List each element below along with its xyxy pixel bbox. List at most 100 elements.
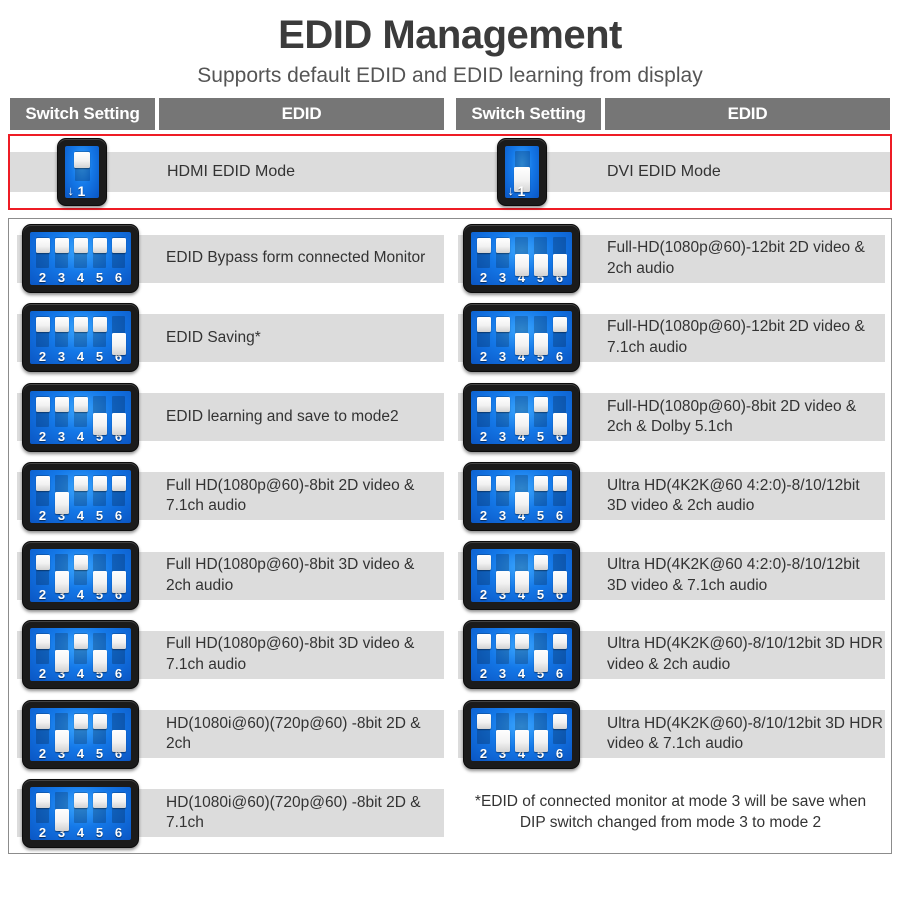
switch-lever-3[interactable]	[54, 491, 69, 514]
switch-lever-6[interactable]	[111, 412, 126, 435]
switch-lever-4[interactable]	[73, 792, 88, 808]
switch-lever-6[interactable]	[552, 634, 567, 650]
switch-position-2[interactable]: 2	[476, 633, 491, 680]
switch-lever-4[interactable]	[514, 729, 529, 752]
switch-lever-5[interactable]	[533, 650, 548, 673]
switch-position-6[interactable]: 6	[111, 791, 126, 839]
switch-lever-6[interactable]	[111, 333, 126, 356]
switch-lever-2[interactable]	[35, 634, 50, 650]
switch-lever-6[interactable]	[552, 475, 567, 491]
switch-position-6[interactable]: 6	[111, 633, 126, 680]
switch-lever-4[interactable]	[514, 412, 529, 435]
switch-lever-3[interactable]	[54, 238, 69, 254]
switch-lever-2[interactable]	[35, 396, 50, 412]
switch-position-6[interactable]: 6	[552, 237, 567, 284]
switch-position-3[interactable]: 3	[495, 474, 510, 522]
switch-position-5[interactable]: 5	[92, 633, 107, 680]
switch-lever-5[interactable]	[533, 729, 548, 752]
switch-lever-3[interactable]	[54, 729, 69, 752]
switch-position-5[interactable]: 5	[533, 554, 548, 601]
switch-position-5[interactable]: 5	[92, 237, 107, 284]
switch-lever-3[interactable]	[495, 634, 510, 650]
switch-lever-5[interactable]	[92, 317, 107, 333]
switch-lever-6[interactable]	[111, 238, 126, 254]
switch-lever-3[interactable]	[54, 571, 69, 594]
switch-position-6[interactable]: 6	[552, 712, 567, 760]
switch-lever-4[interactable]	[514, 333, 529, 356]
switch-position-4[interactable]: 4	[73, 791, 88, 839]
switch-position-3[interactable]: 3	[54, 554, 69, 601]
switch-lever-2[interactable]	[35, 475, 50, 491]
switch-lever-5[interactable]	[533, 475, 548, 491]
switch-position-3[interactable]: 3	[495, 316, 510, 363]
switch-position-6[interactable]: 6	[111, 237, 126, 284]
switch-position-4[interactable]: 4	[73, 316, 88, 363]
switch-lever-6[interactable]	[111, 475, 126, 491]
switch-position-4[interactable]: 4	[73, 237, 88, 284]
switch-lever-6[interactable]	[552, 713, 567, 729]
switch-lever-5[interactable]	[92, 238, 107, 254]
switch-position-3[interactable]: 3	[54, 712, 69, 760]
switch-lever-3[interactable]	[495, 317, 510, 333]
switch-position-5[interactable]: 5	[92, 712, 107, 760]
switch-position-5[interactable]: 5	[533, 474, 548, 522]
switch-lever-2[interactable]	[35, 238, 50, 254]
switch-lever-2[interactable]	[35, 713, 50, 729]
switch-position-3[interactable]: 3	[495, 712, 510, 760]
switch-position-6[interactable]: 6	[552, 474, 567, 522]
switch-position-4[interactable]: 4	[73, 554, 88, 601]
switch-position-2[interactable]: 2	[35, 791, 50, 839]
switch-lever-3[interactable]	[495, 475, 510, 491]
switch-position-6[interactable]: 6	[111, 712, 126, 760]
switch-lever-2[interactable]	[35, 317, 50, 333]
switch-position-2[interactable]: 2	[476, 554, 491, 601]
switch-lever-6[interactable]	[111, 729, 126, 752]
switch-position-4[interactable]: 4	[73, 474, 88, 522]
switch-position-3[interactable]: 3	[54, 474, 69, 522]
switch-position-4[interactable]: 4	[73, 633, 88, 680]
switch-lever-4[interactable]	[73, 475, 88, 491]
switch-position-4[interactable]: 4	[73, 712, 88, 760]
switch-lever-2[interactable]	[476, 555, 491, 571]
switch-lever-4[interactable]	[514, 254, 529, 277]
switch-position-3[interactable]: 3	[495, 395, 510, 443]
switch-position-2[interactable]: 2	[35, 554, 50, 601]
switch-position-2[interactable]: 2	[35, 395, 50, 443]
switch-position-3[interactable]: 3	[495, 554, 510, 601]
switch-position-2[interactable]: 2	[35, 316, 50, 363]
switch-position-5[interactable]: 5	[92, 395, 107, 443]
switch-lever-5[interactable]	[92, 713, 107, 729]
switch-lever-3[interactable]	[54, 650, 69, 673]
switch-position-5[interactable]: 5	[533, 395, 548, 443]
switch-position-4[interactable]: 4	[514, 395, 529, 443]
switch-position-2[interactable]: 2	[476, 237, 491, 284]
switch-position-4[interactable]: 4	[73, 395, 88, 443]
switch-lever-4[interactable]	[73, 396, 88, 412]
switch-position-4[interactable]: 4	[514, 316, 529, 363]
switch-position-5[interactable]: 5	[533, 633, 548, 680]
switch-position-5[interactable]: 5	[92, 791, 107, 839]
switch-lever-5[interactable]	[92, 792, 107, 808]
switch-position-5[interactable]: 5	[92, 316, 107, 363]
switch-position-5[interactable]: 5	[533, 316, 548, 363]
switch-position-2[interactable]: 2	[476, 474, 491, 522]
dip-switch-module-1pos-dvi[interactable]: ↓ 1	[496, 138, 547, 206]
switch-lever-3[interactable]	[495, 729, 510, 752]
switch-position-2[interactable]: 2	[476, 316, 491, 363]
switch-lever-3[interactable]	[54, 317, 69, 333]
switch-position-2[interactable]: 2	[476, 712, 491, 760]
switch-lever-2[interactable]	[476, 238, 491, 254]
switch-position-2[interactable]: 2	[35, 633, 50, 680]
switch-lever-2[interactable]	[476, 634, 491, 650]
switch-position-2[interactable]: 2	[35, 474, 50, 522]
switch-position-4[interactable]: 4	[514, 237, 529, 284]
switch-position-2[interactable]: 2	[35, 712, 50, 760]
switch-position-2[interactable]: 2	[35, 237, 50, 284]
